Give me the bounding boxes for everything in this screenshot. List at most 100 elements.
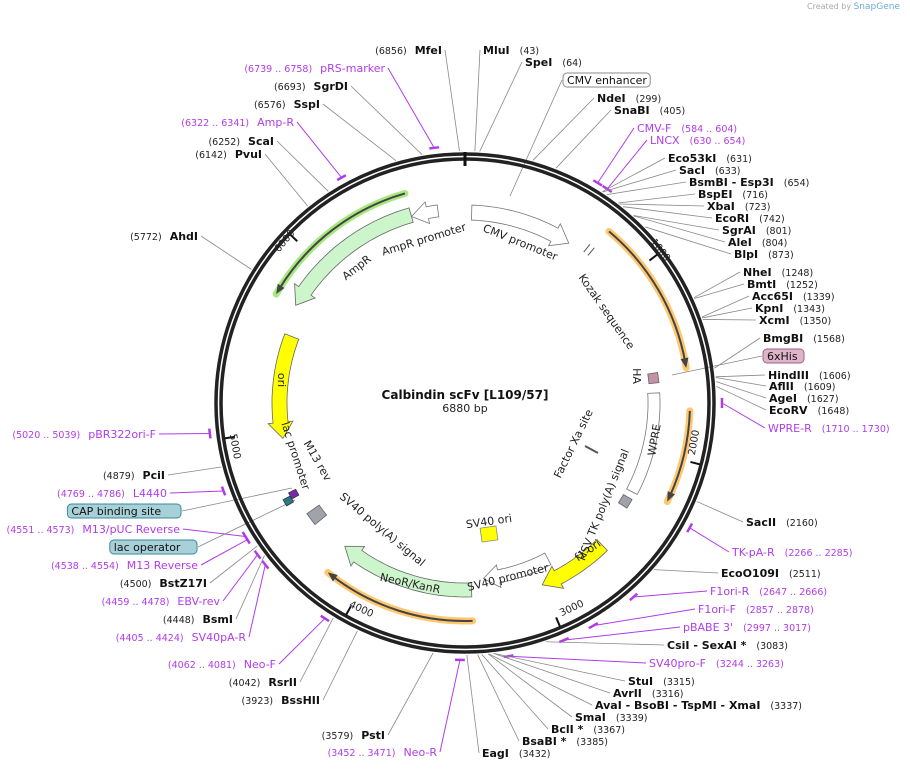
orf-line[interactable] [668, 410, 691, 497]
orf-line[interactable] [331, 575, 473, 622]
enzyme-site-ahdi[interactable]: (5772)AhdI [130, 230, 198, 243]
feature-factor-xa-site[interactable]: Factor Xa site [551, 407, 599, 480]
feature-sv40-promoter[interactable]: SV40 promoter [466, 552, 552, 594]
enzyme-site-eagi[interactable]: EagI(3432) [482, 747, 551, 760]
enzyme-site-nhei[interactable]: NheI(1248) [743, 266, 813, 279]
enzyme-site-scai[interactable]: (6252)ScaI [208, 135, 274, 148]
enzyme-site-snabi[interactable]: SnaBI(405) [614, 104, 685, 117]
enzyme-site-bsshii[interactable]: (3923)BssHII [242, 694, 320, 707]
enzyme-site-blpi[interactable]: BlpI(873) [734, 248, 794, 261]
enzyme-site-rsrii[interactable]: (4042)RsrII [229, 676, 297, 689]
label-text: (3923)BssHII [242, 694, 320, 707]
feature-f1-ori[interactable]: f1 ori [541, 537, 608, 589]
enzyme-site-ecorv[interactable]: EcoRV(1648) [769, 404, 849, 417]
orf-line[interactable] [278, 192, 406, 290]
primer-ebv-rev[interactable]: (4459 .. 4478)EBV-rev [102, 595, 221, 608]
enzyme-site-psti[interactable]: (3579)PstI [322, 729, 385, 742]
primer-tk-pa-r[interactable]: TK-pA-R(2266 .. 2285) [731, 546, 852, 559]
label-position: (3316) [652, 689, 684, 700]
label-position: (716) [742, 190, 768, 201]
primer-pbr322ori-f[interactable]: (5020 .. 5039)pBR322ori-F [12, 428, 156, 441]
feature-label-lac-operator[interactable]: lac operator [109, 539, 198, 555]
enzyme-site-eco53ki[interactable]: Eco53kI(631) [668, 152, 752, 165]
feature-ampr-promoter[interactable]: AmpR promoter [380, 201, 468, 259]
enzyme-site-pcii[interactable]: (4879)PciI [103, 469, 165, 482]
primer-lncx[interactable]: LNCX(630 .. 654) [650, 134, 745, 147]
feature-label-6xhis[interactable]: 6xHis [762, 348, 805, 364]
enzyme-site-bmgbi[interactable]: BmgBI(1568) [763, 332, 845, 345]
enzyme-site-alei[interactable]: AleI(804) [728, 236, 787, 249]
enzyme-site-ndei[interactable]: NdeI(299) [597, 92, 661, 105]
feature-wpre[interactable]: WPRE [626, 392, 664, 496]
label-text: BspEI(716) [698, 188, 768, 201]
enzyme-site-kpni[interactable]: KpnI(1343) [755, 302, 825, 315]
enzyme-site-sspi[interactable]: (6576)SspI [254, 98, 320, 111]
primer-prs-marker[interactable]: (6739 .. 6758)pRS-marker [244, 62, 385, 75]
primer-amp-r[interactable]: (6322 .. 6341)Amp-R [181, 116, 294, 129]
enzyme-site-ecori[interactable]: EcoRI(742) [715, 212, 785, 225]
primer-f1ori-f[interactable]: F1ori-F(2857 .. 2878) [698, 603, 814, 616]
feature-ampr[interactable]: AmpR [294, 207, 414, 306]
tick-mark [224, 435, 235, 440]
label-position: (43) [520, 46, 540, 57]
primer-pbabe-3[interactable]: pBABE 3'(2997 .. 3017) [683, 621, 811, 634]
orf-halo [605, 227, 690, 372]
enzyme-site-stui[interactable]: StuI(3315) [628, 675, 695, 688]
feature-sv40-ori[interactable]: SV40 ori [465, 512, 513, 543]
enzyme-site-bsmi[interactable]: (4448)BsmI [163, 613, 233, 626]
enzyme-site-sacii[interactable]: SacII(2160) [746, 516, 818, 529]
enzyme-site-xcmi[interactable]: XcmI(1350) [759, 314, 831, 327]
leader-line [671, 355, 763, 376]
enzyme-site-sgrai[interactable]: SgrAI(801) [722, 224, 791, 237]
primer-sv40pro-f[interactable]: SV40pro-F(3244 .. 3263) [649, 657, 784, 670]
label-name: CsiI - SexAI * [667, 639, 747, 652]
enzyme-site-saci[interactable]: SacI(633) [679, 164, 741, 177]
feature-label-cmv-enhancer[interactable]: CMV enhancer [562, 72, 651, 88]
enzyme-site-bmti[interactable]: BmtI(1252) [747, 278, 818, 291]
enzyme-site-smai[interactable]: SmaI(3339) [575, 711, 648, 724]
feature-ha[interactable]: HA [630, 368, 660, 384]
enzyme-site-mfei[interactable]: (6856)MfeI [375, 44, 442, 57]
label-position: (6142) [195, 150, 227, 161]
enzyme-site-mlui[interactable]: MluI(43) [483, 44, 539, 57]
enzyme-site-sgrdi[interactable]: (6693)SgrDI [274, 80, 348, 93]
enzyme-site-csii-sexai[interactable]: CsiI - SexAI *(3083) [667, 639, 788, 652]
feature-ori[interactable]: ori [267, 333, 300, 440]
feature-label-cap-binding-site[interactable]: CAP binding site [66, 503, 182, 519]
enzyme-site-avai-bsobi-tspmi-xmai[interactable]: AvaI - BsoBI - TspMI - XmaI(3337) [595, 699, 802, 712]
leader-line [167, 466, 222, 476]
enzyme-site-bspei[interactable]: BspEI(716) [698, 188, 768, 201]
primer-m13-reverse[interactable]: (4538 .. 4554)M13 Reverse [51, 559, 198, 572]
enzyme-site-bsabi[interactable]: BsaBI *(3385) [522, 735, 608, 748]
label-text: SnaBI(405) [614, 104, 685, 117]
primer-l4440[interactable]: (4769 .. 4786)L4440 [57, 487, 167, 500]
enzyme-site-hindiii[interactable]: HindIII(1606) [768, 369, 851, 382]
primer-wpre-r[interactable]: WPRE-R(1710 .. 1730) [768, 422, 890, 435]
enzyme-site-bcli[interactable]: BclI *(3367) [551, 723, 625, 736]
label-text: (6856)MfeI [375, 44, 442, 57]
primer-neo-f[interactable]: (4062 .. 4081)Neo-F [168, 658, 276, 671]
enzyme-site-xbai[interactable]: XbaI(723) [707, 200, 770, 213]
enzyme-site-avrii[interactable]: AvrII(3316) [613, 687, 684, 700]
feature-hsv-tk-poly-a-signal[interactable]: HSV TK poly(A) signal [575, 447, 633, 562]
enzyme-site-bstz17i[interactable]: (4500)BstZ17I [120, 577, 207, 590]
enzyme-site-pvui[interactable]: (6142)PvuI [195, 148, 262, 161]
enzyme-site-aflii[interactable]: AflII(1609) [769, 380, 835, 393]
primer-sv40pa-r[interactable]: (4405 .. 4424)SV40pA-R [116, 631, 247, 644]
feature-cmv-promoter[interactable]: CMV promoter [470, 204, 570, 264]
primer-m13-puc-reverse[interactable]: (4551 .. 4573)M13/pUC Reverse [7, 523, 181, 536]
orf-line[interactable] [608, 230, 687, 363]
feature-kozak-sequence[interactable]: Kozak sequence [576, 243, 638, 352]
primer-cmv-f[interactable]: CMV-F(584 .. 604) [637, 122, 737, 135]
label-position: (4769 .. 4786) [57, 489, 125, 500]
enzyme-site-bsmbi-esp3i[interactable]: BsmBI - Esp3I(654) [689, 176, 809, 189]
leader-line [633, 215, 720, 231]
primer-f1ori-r[interactable]: F1ori-R(2647 .. 2666) [710, 585, 827, 598]
label-position: (64) [562, 58, 582, 69]
enzyme-site-ecoo109i[interactable]: EcoO109I(2511) [721, 567, 821, 580]
enzyme-site-acc65i[interactable]: Acc65I(1339) [752, 290, 835, 303]
enzyme-site-agei[interactable]: AgeI(1627) [769, 392, 839, 405]
enzyme-site-spei[interactable]: SpeI(64) [525, 56, 582, 69]
primer-neo-r[interactable]: (3452 .. 3471)Neo-R [328, 746, 438, 759]
primer-mark [220, 486, 227, 496]
